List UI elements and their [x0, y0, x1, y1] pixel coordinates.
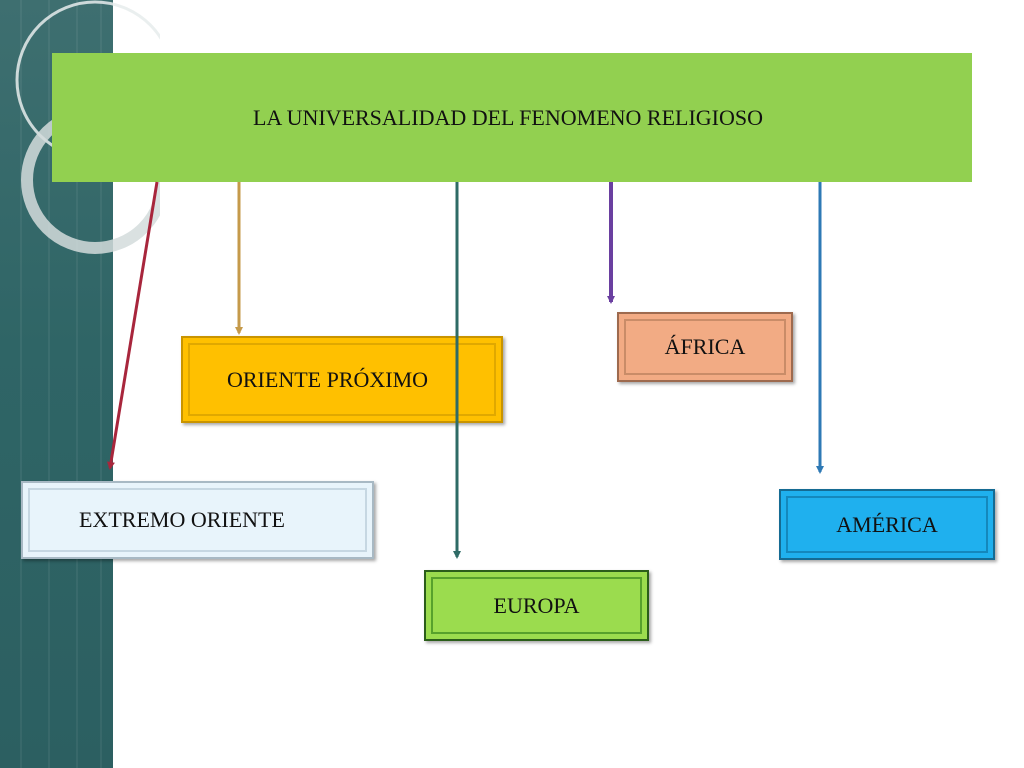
node-africa-label: ÁFRICA	[664, 334, 746, 359]
node-america: AMÉRICA	[779, 489, 995, 560]
node-oriente-proximo: ORIENTE PRÓXIMO	[181, 336, 503, 423]
arrow-to-extremo-oriente	[107, 181, 159, 470]
node-extremo-oriente: EXTREMO ORIENTE	[21, 481, 374, 559]
diagram-title: LA UNIVERSALIDAD DEL FENOMENO RELIGIOSO	[252, 104, 764, 130]
node-extremo-oriente-label: EXTREMO ORIENTE	[79, 507, 285, 532]
node-europa: EUROPA	[424, 570, 649, 641]
title-box: LA UNIVERSALIDAD DEL FENOMENO RELIGIOSO	[52, 53, 972, 182]
node-america-label: AMÉRICA	[836, 511, 938, 537]
node-africa: ÁFRICA	[617, 312, 793, 382]
node-oriente-proximo-label: ORIENTE PRÓXIMO	[227, 366, 429, 392]
node-europa-label: EUROPA	[493, 592, 580, 618]
